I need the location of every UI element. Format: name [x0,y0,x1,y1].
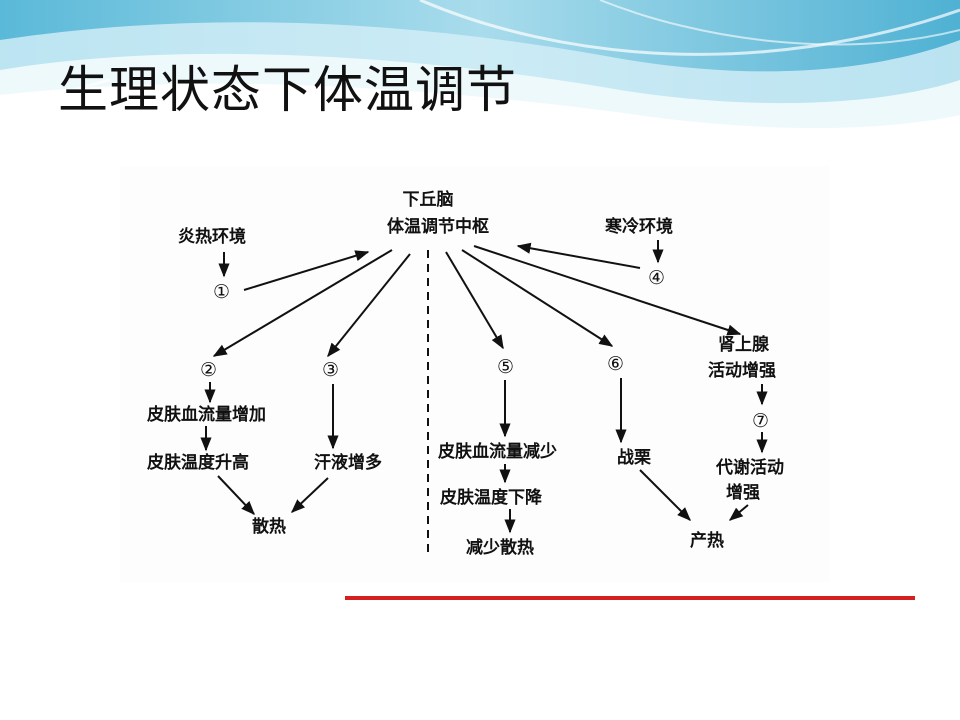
adrenal-label-line2: 活动增强 [708,360,776,381]
skin-temperature-drop-label: 皮肤温度下降 [440,487,543,508]
heat-production-label: 产热 [690,530,724,551]
arrow-sweat-to-heat-loss [290,477,329,513]
cold-environment-label: 寒冷环境 [605,216,673,237]
reduced-heat-loss-label: 减少散热 [466,537,534,558]
heat-dissipation-label: 散热 [252,516,286,537]
hot-environment-label: 炎热环境 [178,226,246,247]
skin-blood-flow-decrease-label: 皮肤血流量减少 [438,441,557,462]
arrow-4-to-center [516,242,641,269]
step-3-marker: ③ [322,359,339,381]
arrow-center-to-5 [445,251,504,350]
arrow-center-to-3 [327,253,411,358]
arrow-metabolism-to-heat-gen [728,504,749,521]
metabolism-label-line2: 增强 [726,482,760,503]
step-4-marker: ④ [648,267,665,289]
center-label-line2: 体温调节中枢 [387,216,489,237]
arrow-1-to-center [243,250,370,291]
step-5-marker: ⑤ [497,356,514,378]
step-6-marker: ⑥ [607,353,624,375]
skin-temperature-rise-label: 皮肤温度升高 [147,452,249,473]
skin-blood-flow-increase-label: 皮肤血流量增加 [147,404,266,425]
adrenal-label-line1: 肾上腺 [718,334,770,355]
red-accent-line [345,596,915,600]
metabolism-label-line1: 代谢活动 [715,457,784,478]
shivering-label: 战栗 [617,448,651,468]
arrow-temp-to-heat-loss [217,475,255,516]
arrow-center-to-6 [461,249,614,347]
sweat-increase-label: 汗液增多 [314,452,382,473]
header-wave-background [0,0,960,140]
slide-title: 生理状态下体温调节 [58,61,517,119]
step-1-marker: ① [213,281,230,303]
arrow-center-to-2 [212,249,393,357]
arrow-center-to-adrenal [473,245,742,336]
step-2-marker: ② [200,359,217,381]
arrow-shiver-to-heat-gen [639,469,691,521]
step-7-marker: ⑦ [752,410,769,432]
diagram-panel [120,166,830,582]
center-label-line1: 下丘脑 [403,189,454,210]
